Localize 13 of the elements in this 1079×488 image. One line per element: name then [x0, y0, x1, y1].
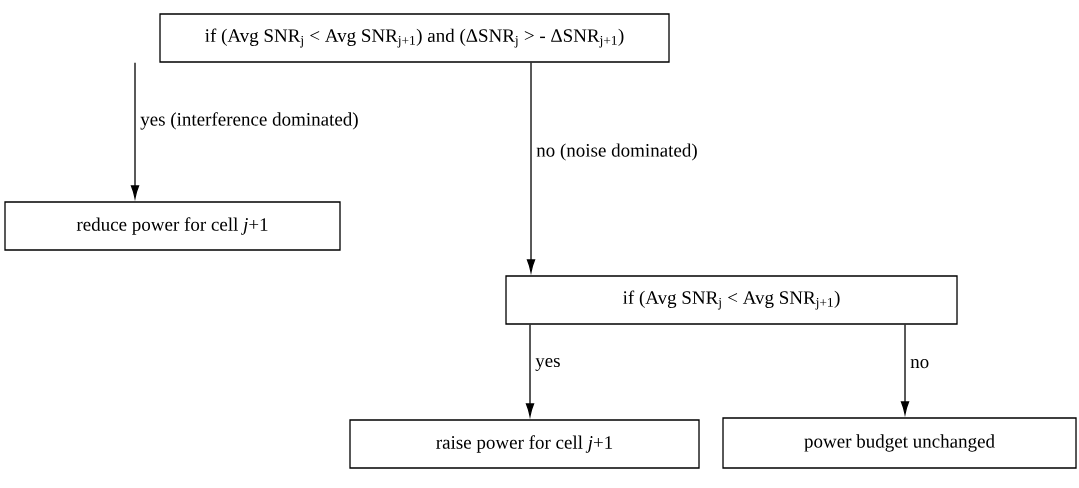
edge-label: no (noise dominated) — [536, 143, 697, 161]
edge-label: no — [910, 359, 929, 369]
edge-label: yes — [535, 357, 560, 371]
process-box: power budget unchanged — [722, 417, 1077, 469]
arrow — [130, 62, 140, 199]
arrow — [900, 324, 910, 415]
arrow — [525, 324, 535, 417]
process-box: raise power for cell j+1 — [349, 419, 700, 469]
arrow — [526, 62, 536, 273]
process-box: if (Avg SNR$_{j}$ < Avg SNR$_{j+1}$) and (ΔSNR$_{j}$ > - ΔSNR$_{j+1}$) — [159, 13, 670, 63]
process-box: if (Avg SNR$_{j}$ < Avg SNR$_{j+1}$) — [505, 275, 958, 325]
edge-label: yes (interference dominated) — [140, 112, 358, 130]
process-box: reduce power for cell j+1 — [4, 201, 341, 251]
